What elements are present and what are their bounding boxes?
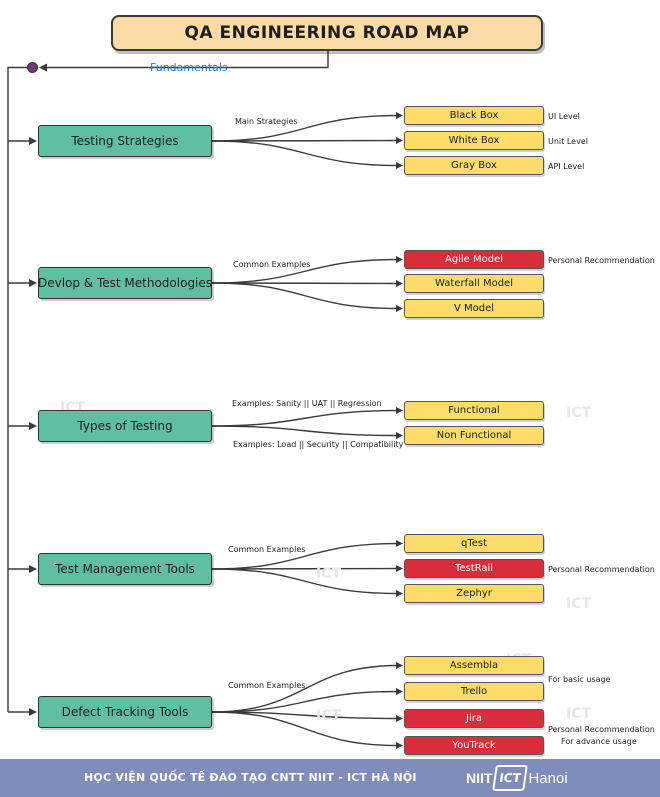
arrow-head bbox=[396, 688, 403, 695]
connector-line bbox=[211, 425, 399, 437]
arrow-head bbox=[396, 715, 403, 722]
category-defect-tracking-tools: Defect Tracking Tools bbox=[38, 696, 212, 728]
edge-label: Main Strategies bbox=[235, 117, 298, 126]
spine-line bbox=[7, 66, 27, 712]
category-test-management-tools: Test Management Tools bbox=[38, 553, 212, 585]
category-types-of-testing: Types of Testing bbox=[38, 410, 212, 442]
connector-line bbox=[211, 568, 399, 595]
watermark: ICT bbox=[566, 405, 592, 421]
connector-line bbox=[211, 664, 399, 713]
leaf-jira: Jira bbox=[404, 709, 544, 728]
watermark: ICT bbox=[316, 566, 342, 582]
edge-label: Examples: Sanity || UAT || Regression bbox=[232, 399, 382, 408]
footer-text: HỌC VIỆN QUỐC TẾ ĐÀO TẠO CNTT NIIT - ICT… bbox=[84, 771, 417, 784]
leaf-note: API Level bbox=[548, 162, 585, 171]
connector-line bbox=[211, 139, 399, 142]
leaf-white-box: White Box bbox=[404, 131, 544, 150]
leaf-note: Personal Recommendation bbox=[548, 256, 655, 265]
arrow-head bbox=[29, 422, 37, 430]
arrow-head bbox=[396, 137, 403, 144]
connector-line bbox=[211, 711, 399, 747]
edge-label: Common Examples bbox=[228, 545, 306, 554]
leaf-assembla: Assembla bbox=[404, 656, 544, 675]
arrow-head bbox=[396, 112, 403, 119]
leaf-testrail: TestRail bbox=[404, 559, 544, 578]
leaf-note: Unit Level bbox=[548, 137, 588, 146]
leaf-zephyr: Zephyr bbox=[404, 584, 544, 603]
watermark: ICT bbox=[316, 708, 342, 724]
edge-label: Common Examples bbox=[228, 681, 306, 690]
group-note: Personal Recommendation bbox=[548, 725, 655, 734]
brand-ict: ICT bbox=[492, 765, 529, 791]
leaf-agile-model: Agile Model bbox=[404, 250, 544, 269]
arrow-head bbox=[396, 662, 403, 669]
arrow-head bbox=[396, 540, 403, 547]
arrow-head bbox=[29, 279, 37, 287]
arrow-head bbox=[396, 305, 403, 312]
arrow-head bbox=[29, 565, 37, 573]
connector-line bbox=[211, 542, 399, 570]
leaf-trello: Trello bbox=[404, 682, 544, 701]
connector-line bbox=[211, 258, 399, 284]
leaf-non-functional: Non Functional bbox=[404, 426, 544, 445]
leaf-note: UI Level bbox=[548, 112, 580, 121]
leaf-note: Personal Recommendation bbox=[548, 565, 655, 574]
category-methodologies: Devlop & Test Methodologies bbox=[38, 267, 212, 299]
root-label: Fundamentals bbox=[150, 61, 228, 74]
leaf-functional: Functional bbox=[404, 401, 544, 420]
arrow-head bbox=[29, 137, 37, 145]
group-note: For advance usage bbox=[561, 737, 637, 746]
connector-line bbox=[211, 711, 399, 720]
arrow-head bbox=[396, 256, 403, 263]
arrow-head bbox=[39, 63, 47, 72]
arrow-head bbox=[396, 407, 403, 414]
arrow-head bbox=[396, 565, 403, 572]
leaf-youtrack: YouTrack bbox=[404, 736, 544, 755]
arrow-head bbox=[29, 708, 37, 716]
edge-label: Common Examples bbox=[233, 260, 311, 269]
category-testing-strategies: Testing Strategies bbox=[38, 125, 212, 157]
watermark: ICT bbox=[566, 596, 592, 612]
arrow-head bbox=[396, 162, 403, 169]
arrow-head bbox=[396, 742, 403, 749]
brand-logo: NIIT ICT Hanoi bbox=[466, 765, 568, 791]
connector-line bbox=[211, 114, 399, 142]
connector-line bbox=[211, 282, 399, 285]
connector-line bbox=[211, 409, 399, 427]
connector-line bbox=[211, 140, 399, 167]
leaf-qtest: qTest bbox=[404, 534, 544, 553]
connector-line bbox=[211, 282, 399, 310]
arrow-head bbox=[396, 280, 403, 287]
edge-label: Examples: Load || Security || Compatibil… bbox=[233, 440, 404, 449]
leaf-black-box: Black Box bbox=[404, 106, 544, 125]
connector-line bbox=[44, 51, 329, 69]
brand-city: Hanoi bbox=[528, 769, 568, 787]
brand-niit: NIIT bbox=[466, 770, 493, 786]
footer-bar bbox=[0, 759, 660, 797]
connector-line bbox=[211, 690, 399, 713]
roadmap-title: QA ENGINEERING ROAD MAP bbox=[111, 15, 543, 51]
arrow-head bbox=[396, 590, 403, 597]
watermark: ICT bbox=[566, 706, 592, 722]
leaf-gray-box: Gray Box bbox=[404, 156, 544, 175]
leaf-v-model: V Model bbox=[404, 299, 544, 318]
group-note: For basic usage bbox=[548, 675, 611, 684]
connector-line bbox=[211, 567, 399, 570]
arrow-head bbox=[396, 432, 403, 439]
leaf-waterfall-model: Waterfall Model bbox=[404, 274, 544, 293]
root-node-dot bbox=[27, 62, 38, 73]
